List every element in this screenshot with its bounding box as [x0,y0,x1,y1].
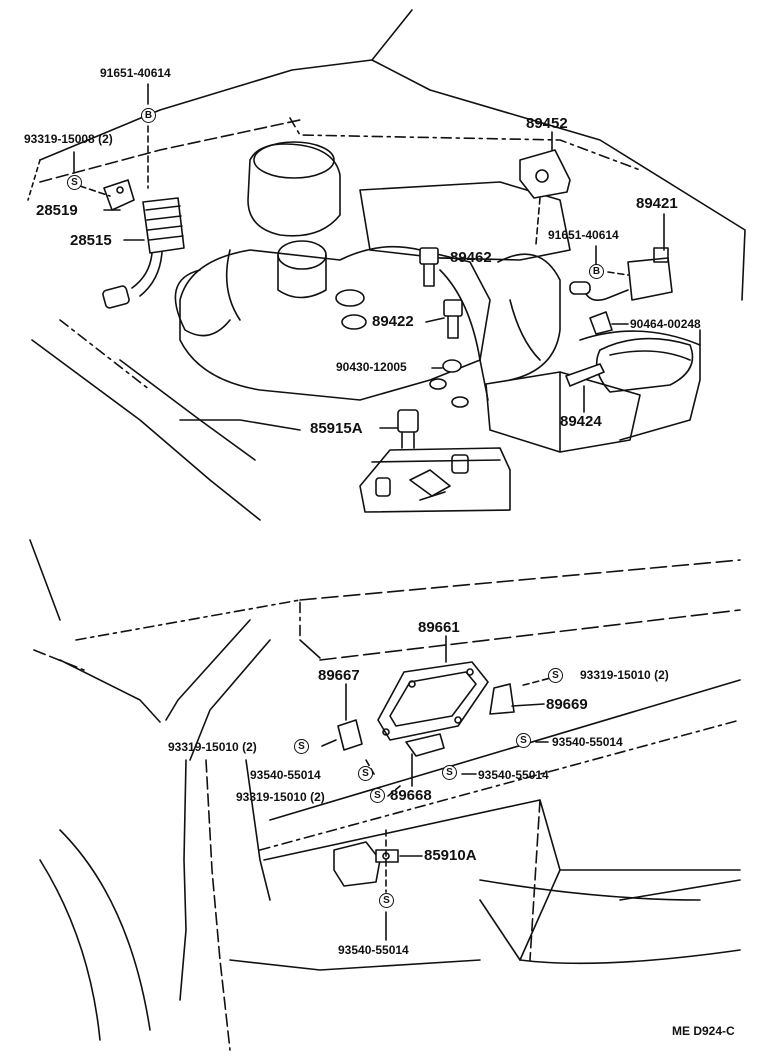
sensor-89452 [519,149,571,199]
washer-icon: S [67,175,82,190]
label-89421: 89421 [636,195,678,212]
nut-icon: B [141,108,156,123]
label-93319-15010-right: 93319-15010 (2) [580,668,669,682]
label-89424: 89424 [560,413,602,430]
hood-edge [39,9,413,161]
label-89669: 89669 [546,696,588,713]
washer-icon: S [548,668,563,683]
battery [359,447,511,513]
label-93540-left: 93540-55014 [250,768,321,782]
relay-85915a [397,409,419,433]
washer-icon: S [379,893,394,908]
sensor-89421 [627,257,673,301]
drawing-code: ME D924-C [672,1024,735,1038]
engine-block [179,245,491,401]
label-89452: 89452 [526,115,568,132]
washer-icon: S [294,739,309,754]
label-89462: 89462 [450,249,492,266]
label-90430: 90430-12005 [336,360,407,374]
label-91651-top: 91651-40614 [100,66,171,80]
label-28519: 28519 [36,202,78,219]
label-93319-15010-left: 93319-15010 (2) [168,740,257,754]
washer-icon: S [442,765,457,780]
washer-icon: S [516,733,531,748]
label-85910a: 85910A [424,847,477,864]
washer-icon: S [358,766,373,781]
label-93540-bottom: 93540-55014 [338,943,409,957]
label-89667: 89667 [318,667,360,684]
label-93319-15010-bottom: 93319-15010 (2) [236,790,325,804]
label-90464: 90464-00248 [630,317,701,331]
label-89661: 89661 [418,619,460,636]
label-93319-15008: 93319-15008 (2) [24,132,113,146]
label-93540-right: 93540-55014 [552,735,623,749]
label-89668: 89668 [390,787,432,804]
label-85915a: 85915A [310,420,363,437]
relay-85910a [333,841,381,887]
label-89422: 89422 [372,313,414,330]
label-91651-right: 91651-40614 [548,228,619,242]
nut-icon: B [589,264,604,279]
label-28515: 28515 [70,232,112,249]
washer-icon: S [370,788,385,803]
label-93540-center: 93540-55014 [478,768,549,782]
